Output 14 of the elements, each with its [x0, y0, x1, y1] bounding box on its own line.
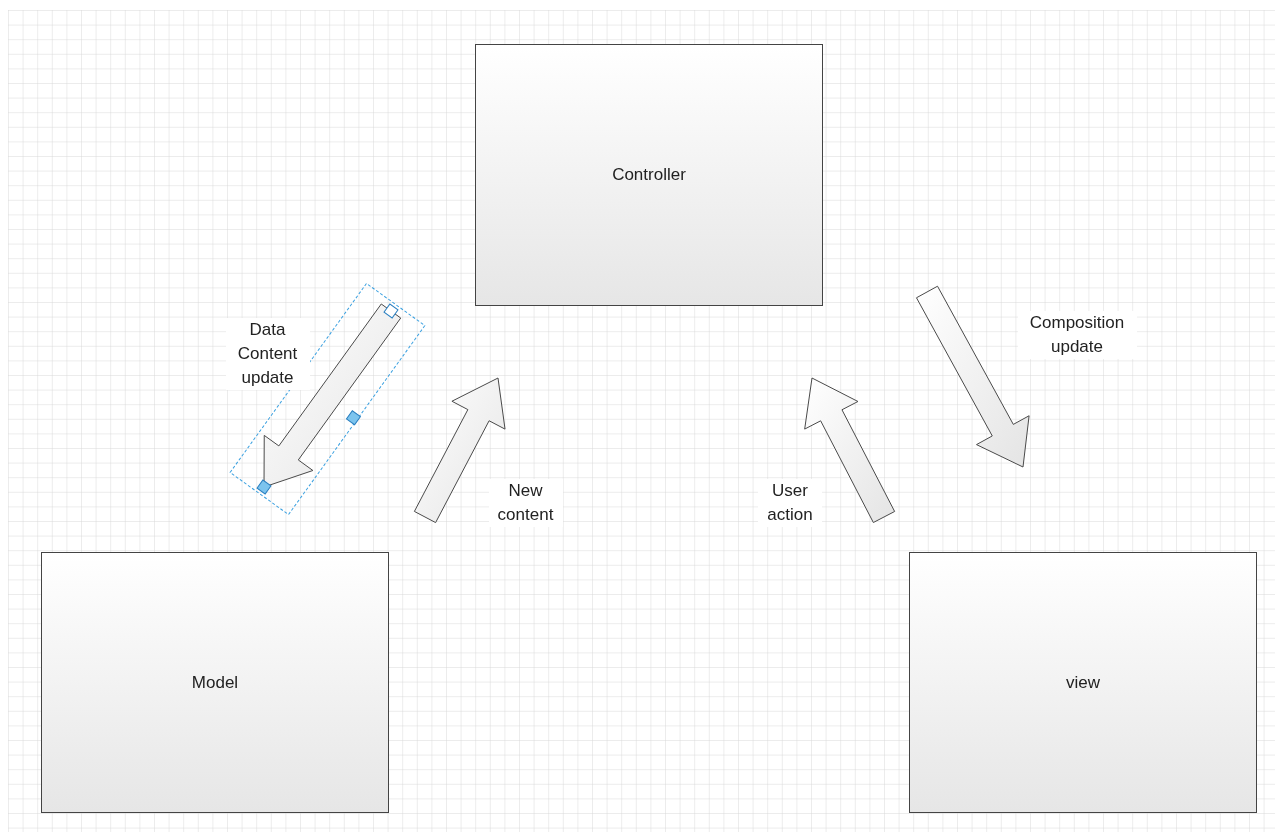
edge-label: New content — [488, 478, 563, 527]
process-box — [909, 552, 1257, 813]
edge-label: Data Content update — [225, 318, 310, 390]
edge-label: Composition update — [1017, 310, 1137, 359]
box-label: Model — [191, 672, 239, 693]
box-label: view — [1066, 672, 1100, 693]
block-arrow — [804, 377, 896, 523]
process-box — [41, 552, 389, 813]
box-label: Controller — [612, 165, 686, 185]
block-arrow — [263, 303, 402, 488]
edge-label: User action — [758, 478, 822, 527]
block-arrow — [916, 285, 1030, 468]
block-arrow — [413, 377, 506, 524]
process-box — [475, 44, 823, 306]
